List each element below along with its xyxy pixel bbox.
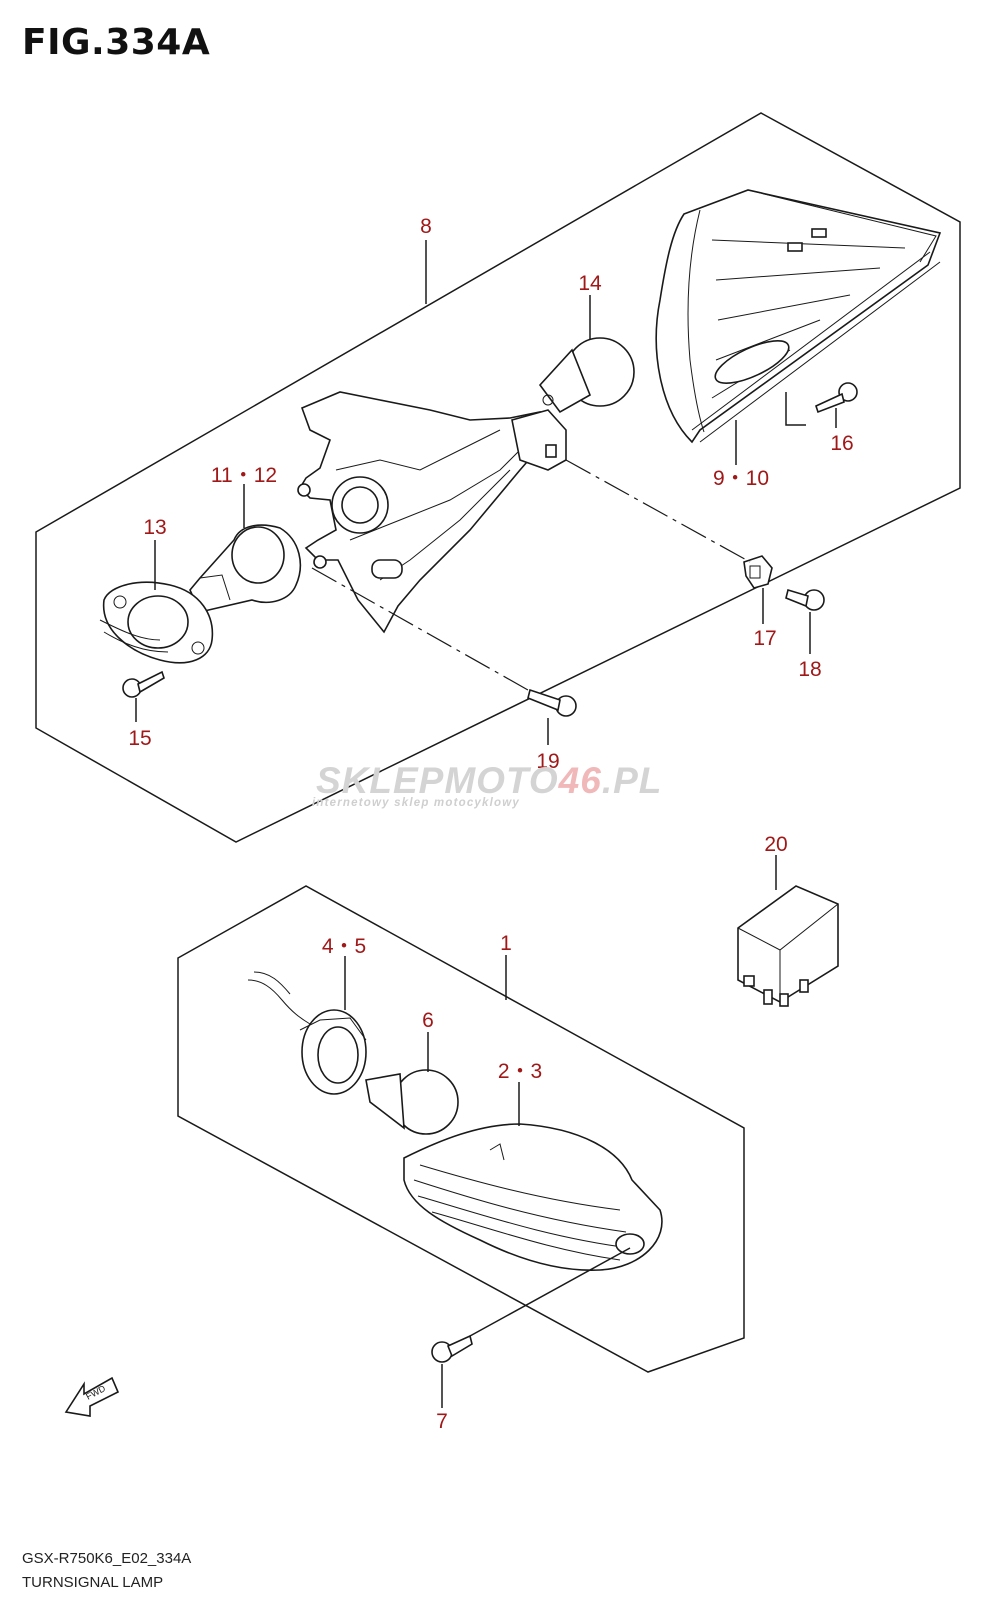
figure-code: GSX-R750K6_E02_334A <box>22 1550 192 1567</box>
watermark-main-suffix: .PL <box>601 760 663 801</box>
callout-8: 8 <box>420 215 432 238</box>
callout-11-12: 11・12 <box>211 464 277 487</box>
relay <box>737 855 839 1007</box>
front-socket <box>247 971 367 1095</box>
callout-7: 7 <box>436 1410 448 1433</box>
callout-15: 15 <box>128 727 151 750</box>
watermark-main-gray: SKLEPMOTO <box>316 760 559 801</box>
clip-nut-17 <box>743 555 773 589</box>
callout-16: 16 <box>830 432 853 455</box>
rear-lamp-lens <box>655 189 942 444</box>
callout-18: 18 <box>798 658 821 681</box>
rear-socket <box>189 524 302 613</box>
watermark-subtitle: internetowy sklep motocyklowy <box>312 797 520 809</box>
front-lens <box>403 1123 663 1272</box>
front-lamp-assembly-frame <box>177 885 745 1373</box>
screw-7 <box>431 1334 473 1363</box>
watermark-main-highlight: 46 <box>558 760 602 801</box>
callout-14: 14 <box>578 272 602 295</box>
screw-19 <box>527 688 577 717</box>
watermark-logo: SKLEPMOTO46.PL <box>316 760 662 802</box>
screw-15 <box>122 670 165 698</box>
callout-19: 19 <box>536 750 559 773</box>
rear-bulb <box>538 337 635 414</box>
leader-lines-lower <box>344 955 631 1408</box>
figure-title: FIG.334A <box>22 22 211 63</box>
callout-20: 20 <box>764 833 787 856</box>
callout-4-5: 4・5 <box>322 935 366 958</box>
rear-lamp-housing <box>297 391 567 634</box>
leader-lines-upper <box>135 240 837 745</box>
callout-6: 6 <box>422 1009 434 1032</box>
callout-1: 1 <box>500 932 512 955</box>
callout-2-3: 2・3 <box>498 1060 542 1083</box>
figure-name: TURNSIGNAL LAMP <box>22 1574 164 1591</box>
callout-17: 17 <box>753 627 776 650</box>
callout-9-10: 9・10 <box>713 467 769 490</box>
callout-13: 13 <box>143 516 166 539</box>
front-bulb <box>365 1069 459 1135</box>
screw-16 <box>815 382 858 414</box>
rear-grommet <box>99 581 214 664</box>
rear-lamp-assembly-frame <box>35 112 961 843</box>
screw-18 <box>785 588 825 611</box>
forward-direction-marker: FWD <box>64 1376 120 1417</box>
